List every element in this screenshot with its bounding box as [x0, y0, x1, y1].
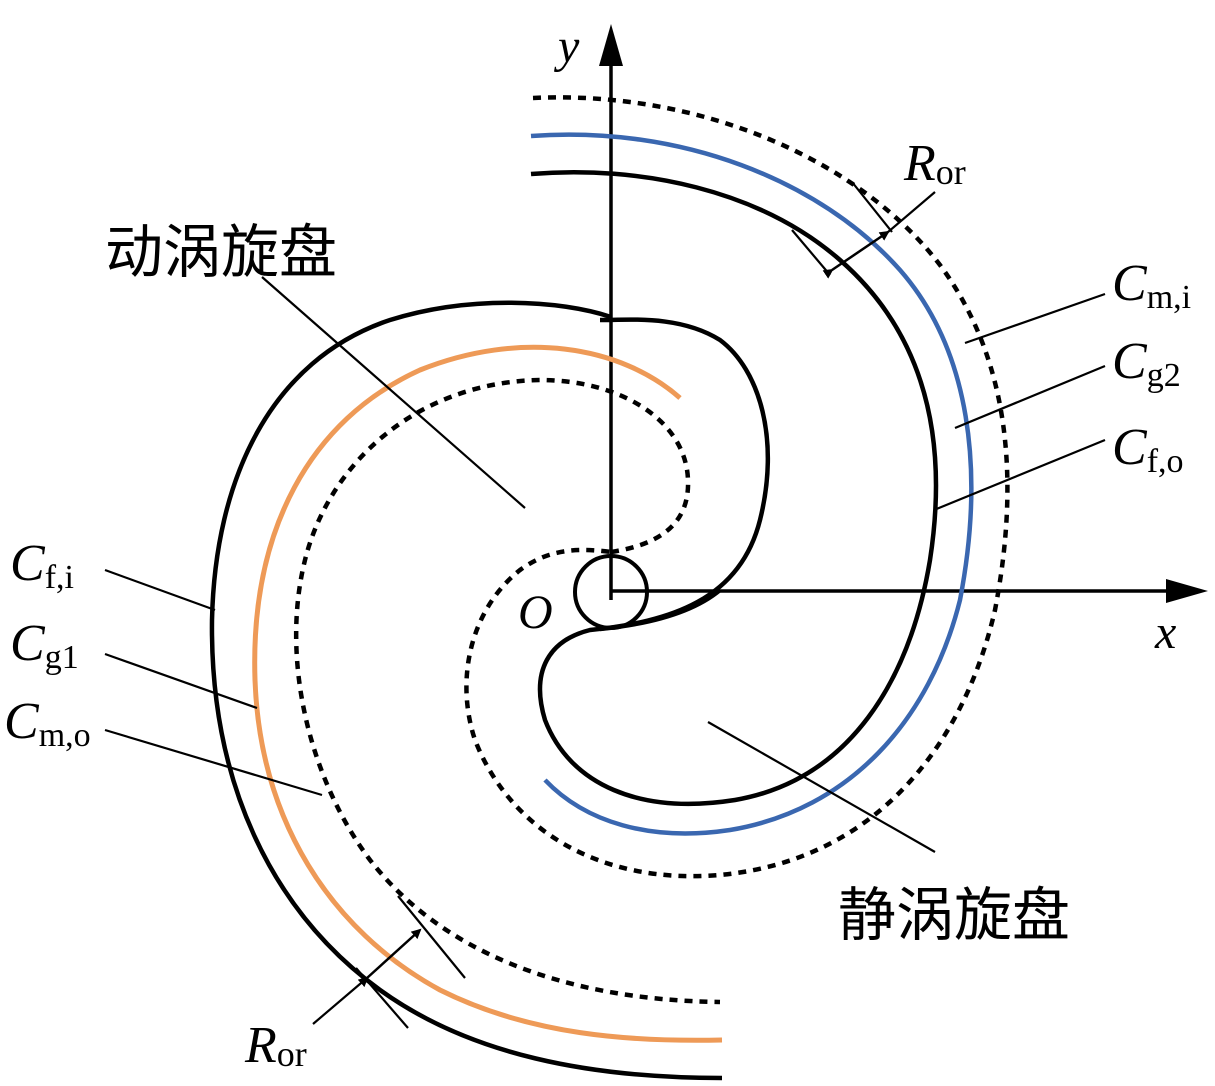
r-or-top-tick-2 [851, 181, 893, 233]
fixed-scroll-inner-wall [599, 588, 722, 632]
fixed-scroll-label: 静涡旋盘 [838, 881, 1070, 949]
r-or-top-dimension [822, 230, 890, 279]
leader-c-f-o [933, 438, 1106, 512]
leader-c-f-i [104, 568, 216, 612]
r-or-bottom-leader [312, 977, 368, 1025]
orbiting-scroll-outer-wall [209, 300, 723, 1081]
y-axis-label: y [553, 20, 580, 73]
y-axis-arrowhead [599, 24, 623, 66]
dashed-curve-inner [293, 377, 721, 1005]
x-axis-label: x [1154, 606, 1176, 659]
leader-c-m-o [104, 728, 323, 797]
r-or-bottom-tick-1 [397, 895, 466, 979]
r-or-top-label: Ror [903, 135, 966, 192]
orange-curve-cg1 [252, 344, 723, 1043]
r-or-bottom-label: Ror [244, 1017, 307, 1074]
orbiting-scroll-label: 动涡旋盘 [105, 218, 337, 286]
fixed-scroll-outer-wall [530, 170, 939, 807]
r-or-top-leader [887, 191, 936, 233]
c-f-o-label: Cf,o [1112, 419, 1184, 480]
r-or-bottom-tick-2 [355, 967, 409, 1029]
leader-orbiting-scroll [261, 276, 526, 509]
c-g2-label: Cg2 [1112, 333, 1181, 394]
leader-c-m-i [964, 292, 1106, 345]
blue-curve-cg2 [530, 132, 974, 836]
leader-fixed-scroll [707, 721, 936, 853]
c-m-i-label: Cm,i [1112, 255, 1191, 316]
c-m-o-label: Cm,o [4, 693, 91, 754]
origin-label: O [518, 586, 553, 639]
leader-c-g2 [954, 364, 1106, 430]
c-f-i-label: Cf,i [10, 535, 74, 596]
leader-c-g1 [104, 652, 258, 710]
dashed-curve-cmi [464, 95, 1010, 879]
r-or-bottom-dimension [357, 928, 422, 988]
c-g1-label: Cg1 [10, 615, 79, 676]
x-axis-arrowhead [1166, 579, 1208, 603]
